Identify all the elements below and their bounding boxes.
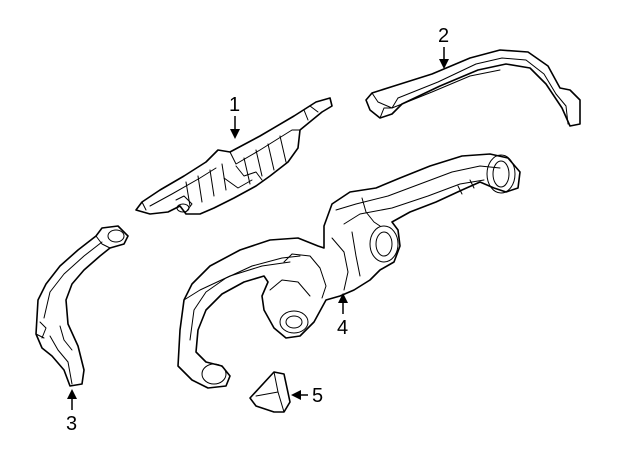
callout-4-arrow [338,293,348,303]
callout-4-label: 4 [337,317,348,339]
callout-5-arrow [291,390,301,400]
callout-1: 1 [229,94,240,139]
part-4-main-duct[interactable] [177,153,521,389]
callout-5-label: 5 [312,385,323,407]
callout-5: 5 [291,385,323,407]
callout-2-label: 2 [438,25,449,47]
callout-2-arrow [439,59,449,69]
callout-1-label: 1 [229,94,240,116]
callout-3-arrow [67,389,77,399]
part-1-vent-assembly[interactable] [135,97,333,215]
part-5-bracket[interactable] [249,371,291,413]
callout-3: 3 [66,389,77,435]
callout-1-arrow [230,129,240,139]
callout-4: 4 [337,293,348,339]
part-3-side-duct[interactable] [35,225,129,387]
part-2-duct[interactable] [365,49,581,127]
callout-2: 2 [438,25,449,69]
callout-3-label: 3 [66,413,77,435]
